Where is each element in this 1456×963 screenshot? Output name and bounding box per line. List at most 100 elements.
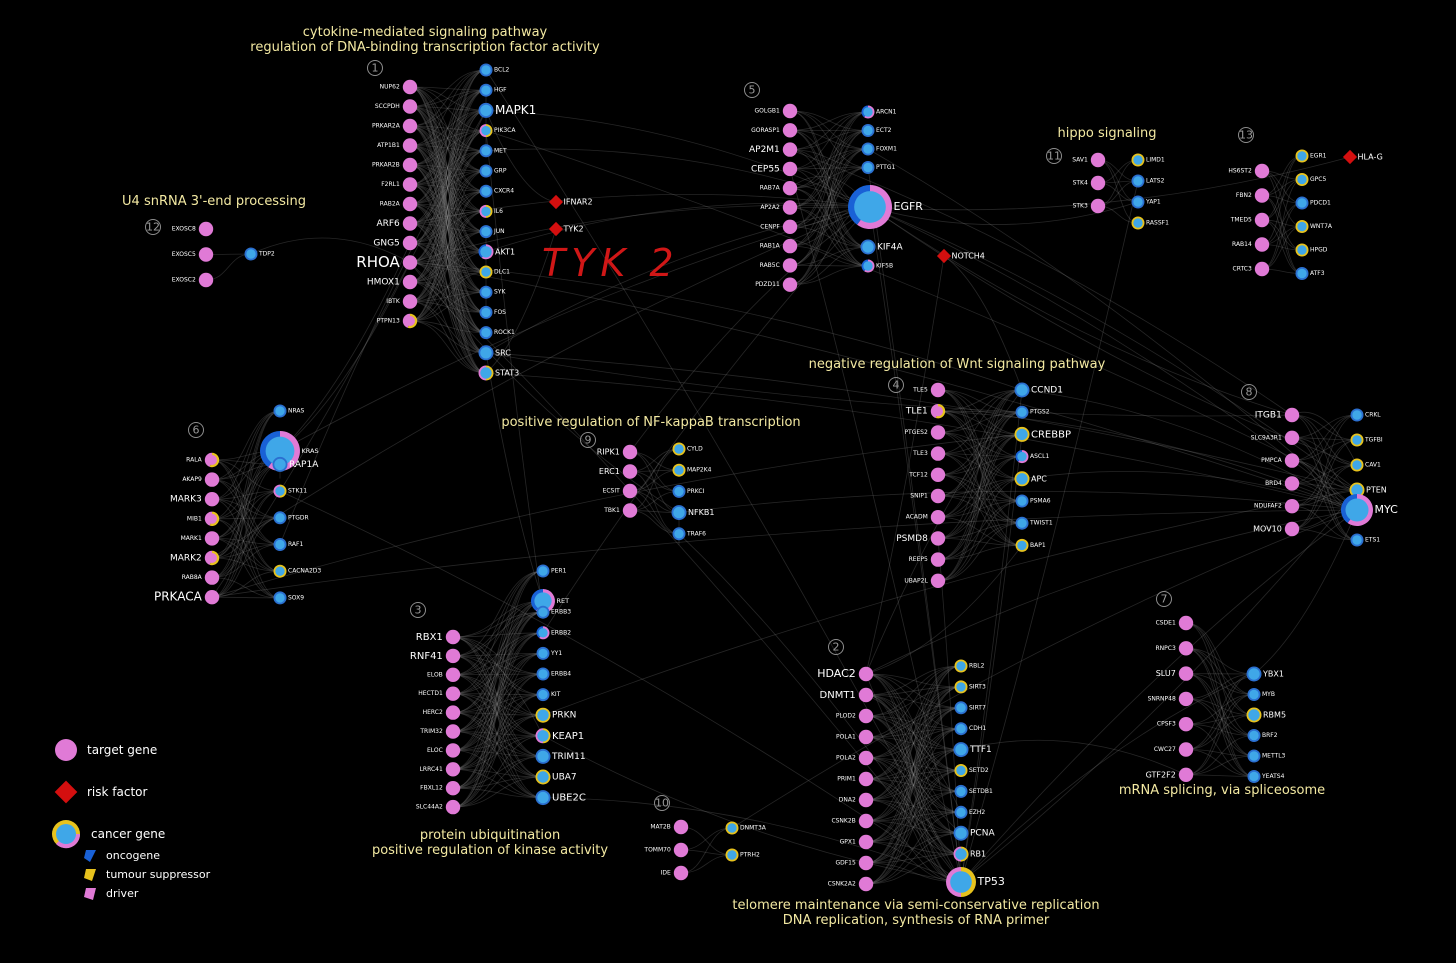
node-crebbp[interactable]: CREBBP	[1014, 426, 1072, 442]
node-ide[interactable]: IDE	[661, 865, 689, 881]
node-rab2a[interactable]: RAB2A	[380, 196, 418, 212]
node-arf6[interactable]: ARF6	[376, 216, 418, 231]
node-tyk2[interactable]: TYK2	[548, 221, 584, 237]
node-ptges2[interactable]: PTGES2	[904, 425, 946, 440]
node-prkn[interactable]: PRKN	[535, 707, 577, 723]
node-erc1[interactable]: ERC1	[599, 464, 638, 479]
node-wnt7a[interactable]: WNT7A	[1295, 220, 1333, 233]
node-erbb3[interactable]: ERBB3	[536, 605, 572, 619]
node-kif5b[interactable]: KIF5B	[861, 259, 894, 273]
node-keap1[interactable]: KEAP1	[535, 728, 585, 744]
node-sav1[interactable]: SAV1	[1072, 152, 1106, 168]
node-slc44a2[interactable]: SLC44A2	[416, 799, 461, 815]
node-limd1[interactable]: LIMD1	[1131, 153, 1165, 167]
node-pola2[interactable]: POLA2	[836, 750, 874, 766]
node-ptgs2[interactable]: PTGS2	[1015, 405, 1050, 419]
node-dlc1[interactable]: DLC1	[479, 265, 511, 279]
node-hs6st2[interactable]: HS6ST2	[1228, 163, 1270, 179]
node-rab8a[interactable]: RAB8A	[182, 570, 220, 585]
node-arcn1[interactable]: ARCN1	[861, 105, 897, 119]
node-hla-g[interactable]: HLA-G	[1342, 149, 1383, 165]
node-csnk2b[interactable]: CSNK2B	[831, 813, 874, 829]
node-cep55[interactable]: CEP55	[751, 161, 798, 177]
node-rock1[interactable]: ROCK1	[479, 326, 516, 340]
node-ubap2l[interactable]: UBAP2L	[904, 573, 946, 588]
node-ap2m1[interactable]: AP2M1	[749, 142, 798, 157]
node-tcf12[interactable]: TCF12	[908, 467, 946, 482]
node-yy1[interactable]: YY1	[536, 646, 563, 660]
node-rbm5[interactable]: RBM5	[1246, 707, 1287, 723]
node-mapk1[interactable]: MAPK1	[478, 102, 537, 118]
node-pik3ca[interactable]: PIK3CA	[479, 124, 517, 138]
node-foxm1[interactable]: FOXM1	[861, 142, 898, 156]
node-acadm[interactable]: ACADM	[906, 510, 946, 525]
node-pdcd1[interactable]: PDCD1	[1295, 196, 1332, 210]
node-f2rl1[interactable]: F2RL1	[381, 177, 418, 192]
node-ripk1[interactable]: RIPK1	[597, 444, 638, 460]
node-stk4[interactable]: STK4	[1073, 175, 1106, 191]
node-hpgd[interactable]: HPGD	[1295, 243, 1328, 257]
node-rab1a[interactable]: RAB1A	[760, 238, 798, 254]
node-apc[interactable]: APC	[1014, 471, 1048, 487]
node-gpx1[interactable]: GPX1	[840, 834, 874, 850]
node-trim11[interactable]: TRIM11	[535, 748, 586, 764]
node-rbx1[interactable]: RBX1	[416, 629, 461, 645]
node-trim32[interactable]: TRIM32	[419, 724, 461, 739]
node-gtf2f2[interactable]: GTF2F2	[1146, 767, 1194, 782]
node-prkci[interactable]: PRKCI	[672, 484, 705, 498]
node-ap2a2[interactable]: AP2A2	[760, 200, 798, 215]
node-slc9a3r1[interactable]: SLC9A3R1	[1251, 430, 1300, 445]
node-dna2[interactable]: DNA2	[839, 792, 874, 808]
node-rala[interactable]: RALA	[186, 452, 220, 468]
node-psmd8[interactable]: PSMD8	[896, 531, 946, 546]
node-src[interactable]: SRC	[478, 345, 512, 361]
node-hmox1[interactable]: HMOX1	[367, 274, 418, 290]
node-elob[interactable]: ELOB	[427, 667, 461, 682]
node-psma6[interactable]: PSMA6	[1015, 494, 1051, 508]
node-tp53[interactable]: TP53	[946, 867, 1005, 897]
node-mark1[interactable]: MARK1	[181, 531, 220, 546]
node-pola1[interactable]: POLA1	[836, 729, 874, 745]
node-cenpf[interactable]: CENPF	[760, 219, 798, 234]
node-traf6[interactable]: TRAF6	[672, 527, 707, 541]
node-cxcr4[interactable]: CXCR4	[479, 184, 515, 198]
node-mark3[interactable]: MARK3	[170, 492, 220, 507]
node-lats2[interactable]: LATS2	[1131, 174, 1165, 188]
node-ptgdr[interactable]: PTGDR	[273, 511, 309, 525]
node-crtc3[interactable]: CRTC3	[1233, 261, 1270, 277]
node-rab14[interactable]: RAB14	[1232, 237, 1270, 252]
node-brf2[interactable]: BRF2	[1247, 729, 1278, 742]
node-pmpca[interactable]: PMPCA	[1261, 453, 1300, 468]
node-myb[interactable]: MYB	[1247, 688, 1275, 701]
node-rab7a[interactable]: RAB7A	[760, 181, 798, 196]
node-setdb1[interactable]: SETDB1	[954, 784, 994, 798]
node-itgb1[interactable]: ITGB1	[1255, 407, 1300, 423]
node-fbn2[interactable]: FBN2	[1236, 188, 1270, 203]
node-sox9[interactable]: SOX9	[273, 591, 305, 605]
node-akt1[interactable]: AKT1	[478, 244, 516, 260]
node-prkar2b[interactable]: PRKAR2B	[372, 157, 418, 173]
node-ascl1[interactable]: ASCL1	[1015, 450, 1050, 464]
node-egfr[interactable]: EGFR	[847, 185, 923, 229]
node-reep5[interactable]: REEP5	[909, 552, 946, 567]
node-exosc2[interactable]: EXOSC2	[172, 272, 214, 288]
node-sirt7[interactable]: SIRT7	[954, 701, 986, 715]
node-rab5c[interactable]: RAB5C	[760, 258, 798, 273]
node-rnpc3[interactable]: RNPC3	[1156, 641, 1194, 656]
node-prim1[interactable]: PRIM1	[837, 771, 874, 787]
node-plod2[interactable]: PLOD2	[836, 708, 874, 724]
node-erbb2[interactable]: ERBB2	[536, 626, 572, 640]
node-mov10[interactable]: MOV10	[1253, 521, 1300, 537]
node-ptpn13[interactable]: PTPN13	[377, 313, 418, 329]
node-bcl2[interactable]: BCL2	[479, 63, 510, 77]
node-notch4[interactable]: NOTCH4	[936, 248, 985, 264]
node-ibtk[interactable]: IBTK	[386, 294, 418, 309]
node-ube2c[interactable]: UBE2C	[535, 790, 586, 806]
node-dnmt1[interactable]: DNMT1	[820, 687, 874, 703]
node-sirt3[interactable]: SIRT3	[954, 680, 986, 694]
node-mib1[interactable]: MIB1	[187, 511, 220, 526]
node-rassf1[interactable]: RASSF1	[1131, 216, 1170, 230]
node-nup62[interactable]: NUP62	[380, 79, 418, 95]
node-slu7[interactable]: SLU7	[1156, 666, 1194, 681]
node-setd2[interactable]: SETD2	[954, 764, 989, 777]
